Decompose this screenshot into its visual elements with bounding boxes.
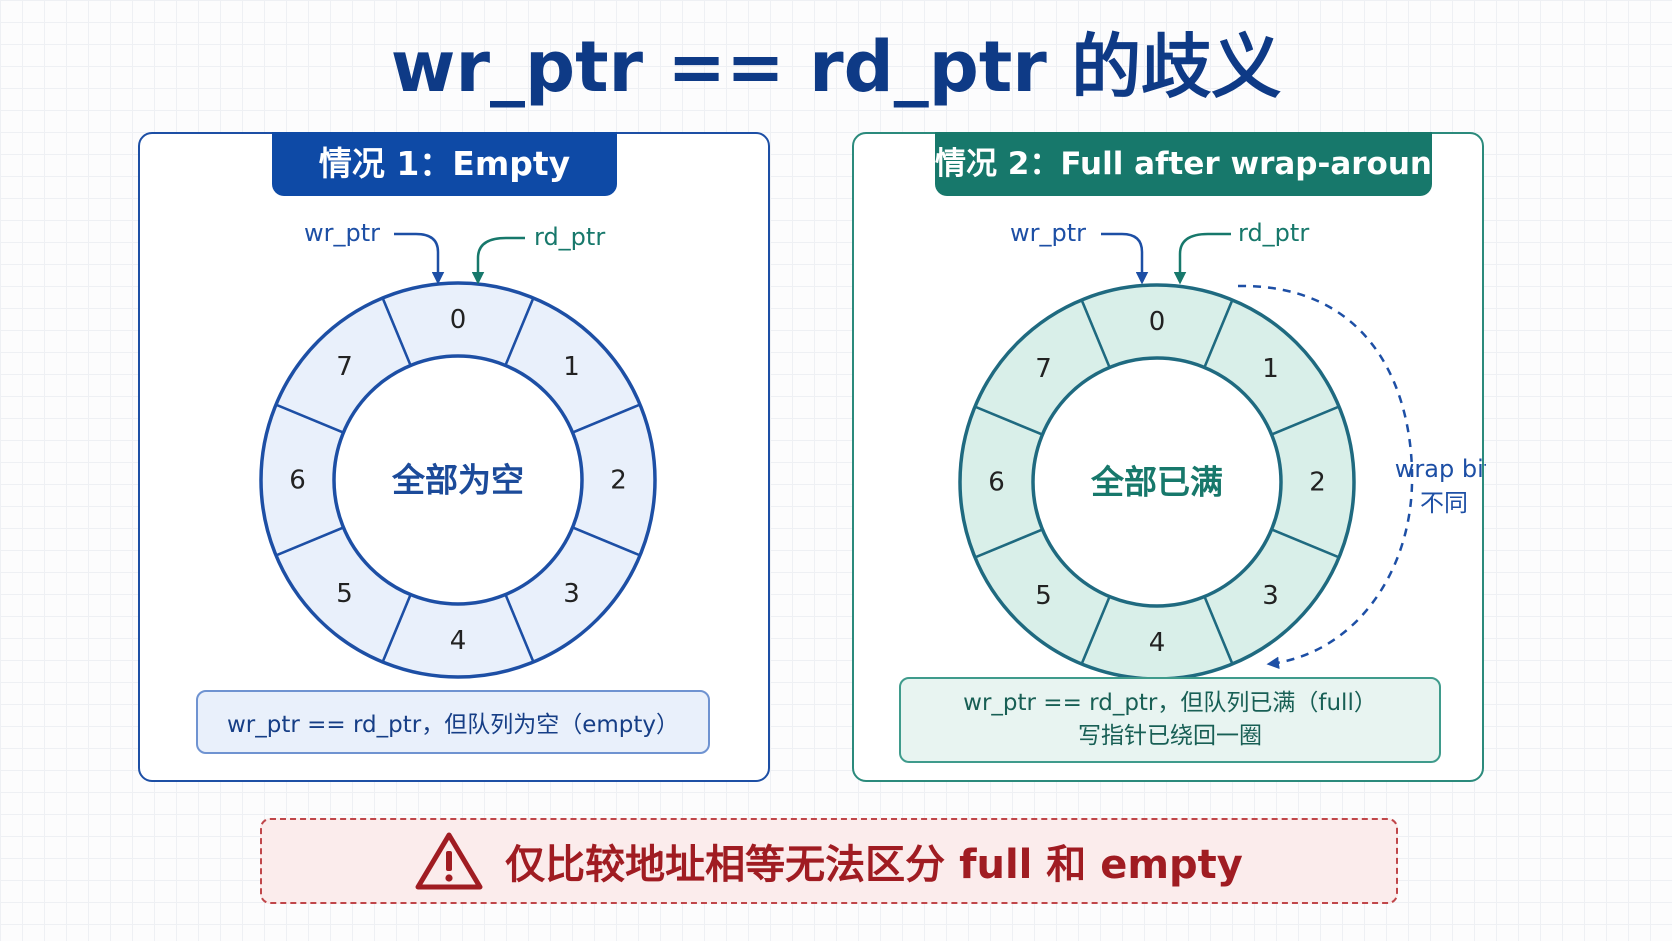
segment-index-label: 0 <box>1149 307 1166 337</box>
segment-index-label: 2 <box>1309 468 1326 498</box>
wr-ptr-arrow <box>1101 232 1149 285</box>
segment-index-label: 2 <box>610 466 627 496</box>
ring-center-label: 全部已满 <box>1090 463 1223 502</box>
panel-empty-tab: 情况 1：Empty <box>272 132 617 196</box>
wr-ptr-label: wr_ptr <box>304 219 380 247</box>
wrap-bit-label: 不同 <box>1420 489 1468 517</box>
segment-index-label: 7 <box>1035 354 1052 384</box>
ring-center-label: 全部为空 <box>391 461 524 500</box>
note-line: wr_ptr == rd_ptr，但队列已满（full） <box>963 690 1377 716</box>
segment-index-label: 6 <box>988 468 1005 498</box>
segment-index-label: 7 <box>336 352 353 382</box>
rd-ptr-label: rd_ptr <box>534 223 605 251</box>
wrap-around-arrow <box>1237 284 1414 670</box>
rd-ptr-arrow <box>1173 232 1231 285</box>
segment-index-label: 1 <box>1262 354 1279 384</box>
wr-ptr-label: wr_ptr <box>1010 219 1086 247</box>
segment-index-label: 5 <box>336 579 353 609</box>
ring-outer-border <box>259 281 657 679</box>
warning-text: 仅比较地址相等无法区分 full 和 empty <box>505 842 1243 888</box>
segment-index-label: 0 <box>450 305 467 335</box>
page-title: wr_ptr == rd_ptr 的歧义 <box>390 26 1282 108</box>
note-line: 写指针已绕回一圈 <box>1078 723 1262 749</box>
warning-banner: 仅比较地址相等无法区分 full 和 empty <box>260 818 1398 904</box>
ring-buffer-empty-diagram: 0 1 2 3 4 5 6 7 全部为空 wr_ptr rd_ptr <box>259 219 657 679</box>
note-line: wr_ptr == rd_ptr，但队列为空（empty） <box>226 712 679 738</box>
segment-index-label: 6 <box>289 466 306 496</box>
note-empty: wr_ptr == rd_ptr，但队列为空（empty） <box>196 690 710 754</box>
wrap-bit-label: wrap bit <box>1395 455 1486 483</box>
panel-full-tab: 情况 2：Full after wrap-around <box>935 132 1454 196</box>
wr-ptr-arrow <box>394 232 445 285</box>
warning-triangle-icon <box>415 832 483 890</box>
segment-index-label: 4 <box>1149 628 1166 658</box>
segment-index-label: 5 <box>1035 581 1052 611</box>
segment-index-label: 4 <box>450 626 467 656</box>
ring-inner-border <box>1031 356 1283 608</box>
panel-full: 情况 2：Full after wrap-around 0 1 2 3 4 5 6 7 全部已满… <box>852 132 1486 782</box>
segment-index-label: 3 <box>1262 581 1279 611</box>
ring-inner-border <box>332 354 584 606</box>
rd-ptr-arrow <box>471 236 525 285</box>
segment-index-label: 1 <box>563 352 580 382</box>
note-full: wr_ptr == rd_ptr，但队列已满（full） 写指针已绕回一圈 <box>899 677 1441 763</box>
rd-ptr-label: rd_ptr <box>1238 219 1309 247</box>
segment-index-label: 3 <box>563 579 580 609</box>
panel-empty: 情况 1：Empty 0 1 2 3 4 5 6 7 全部为空 wr_ptr rd_ptr wr_p… <box>138 132 770 782</box>
